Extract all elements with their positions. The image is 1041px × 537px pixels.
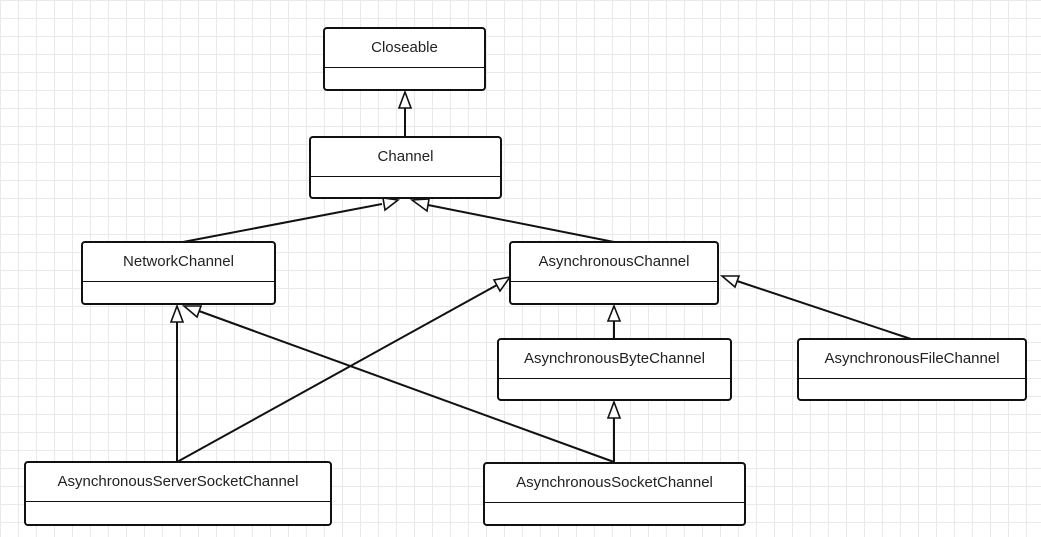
arrowhead-network-from-server [169, 303, 185, 323]
class-body-channel [311, 177, 500, 197]
arrowhead-closeable [397, 89, 413, 109]
arrowhead-channel-from-network [382, 197, 401, 212]
class-asynchronous-server-socket-channel[interactable]: AsynchronousServerSocketChannel [24, 461, 332, 526]
class-network-channel[interactable]: NetworkChannel [81, 241, 276, 305]
arrowhead-network-from-socket [181, 305, 203, 319]
class-name-asynchronous-file-channel: AsynchronousFileChannel [799, 340, 1025, 379]
class-channel[interactable]: Channel [309, 136, 502, 199]
edge-async-channel-to-channel [427, 204, 615, 243]
class-body-asynchronous-byte-channel [499, 379, 730, 399]
class-name-asynchronous-byte-channel: AsynchronousByteChannel [499, 340, 730, 379]
class-body-asynchronous-file-channel [799, 379, 1025, 399]
class-name-asynchronous-server-socket-channel: AsynchronousServerSocketChannel [26, 463, 330, 502]
class-name-asynchronous-socket-channel: AsynchronousSocketChannel [485, 464, 744, 503]
arrowhead-async-from-file [719, 275, 741, 289]
class-body-asynchronous-server-socket-channel [26, 502, 330, 524]
class-name-network-channel: NetworkChannel [83, 243, 274, 282]
arrowhead-byte-from-socket [606, 399, 622, 419]
class-body-asynchronous-socket-channel [485, 503, 744, 524]
edge-socket-to-network-channel [198, 310, 615, 463]
arrowhead-async-from-byte [606, 303, 622, 322]
arrowhead-async-from-server [492, 275, 512, 293]
edge-file-channel-to-async-channel [736, 280, 912, 340]
class-name-asynchronous-channel: AsynchronousChannel [511, 243, 717, 282]
class-asynchronous-socket-channel[interactable]: AsynchronousSocketChannel [483, 462, 746, 526]
class-asynchronous-byte-channel[interactable]: AsynchronousByteChannel [497, 338, 732, 401]
class-body-asynchronous-channel [511, 282, 717, 303]
edge-server-socket-to-async-channel [176, 284, 498, 463]
class-closeable[interactable]: Closeable [323, 27, 486, 91]
edge-network-channel-to-channel [182, 203, 383, 243]
class-asynchronous-file-channel[interactable]: AsynchronousFileChannel [797, 338, 1027, 401]
class-name-closeable: Closeable [325, 29, 484, 68]
class-body-closeable [325, 68, 484, 89]
class-name-channel: Channel [311, 138, 500, 177]
class-body-network-channel [83, 282, 274, 303]
class-asynchronous-channel[interactable]: AsynchronousChannel [509, 241, 719, 305]
arrowhead-channel-from-async [409, 198, 430, 213]
